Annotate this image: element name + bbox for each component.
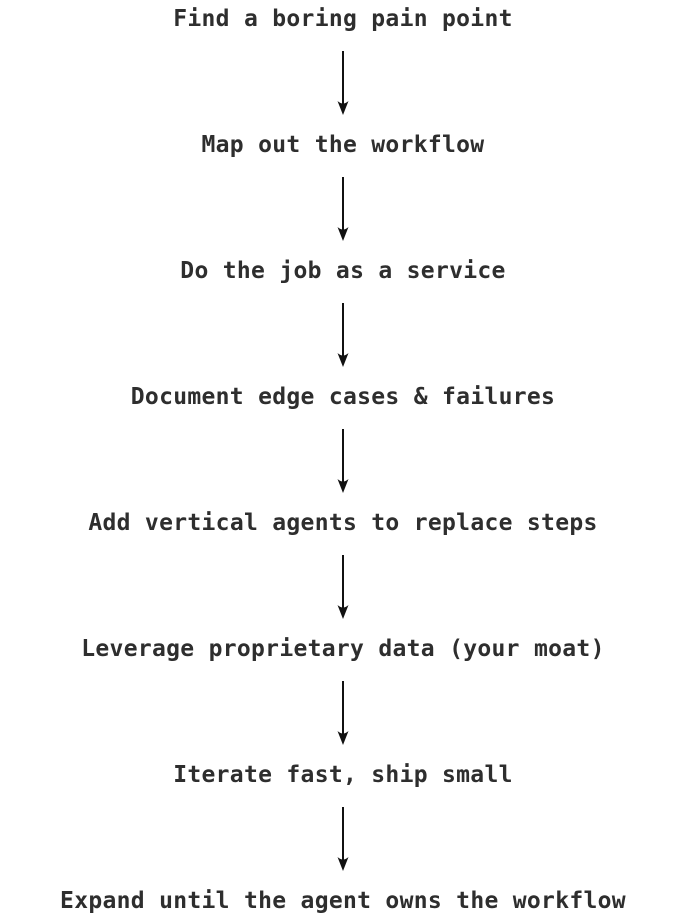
down-arrow-icon	[337, 429, 349, 493]
flow-step-8: Expand until the agent owns the workflow	[60, 888, 626, 914]
flow-step-7: Iterate fast, ship small	[173, 762, 513, 788]
down-arrow-icon	[337, 303, 349, 367]
down-arrow-icon	[337, 177, 349, 241]
flow-step-4: Document edge cases & failures	[130, 384, 556, 410]
down-arrow-icon	[337, 51, 349, 115]
down-arrow-icon	[337, 555, 349, 619]
down-arrow-icon	[337, 681, 349, 745]
flow-step-6: Leverage proprietary data (your moat)	[81, 636, 605, 662]
flow-step-5: Add vertical agents to replace steps	[88, 510, 598, 536]
down-arrow-icon	[337, 807, 349, 871]
flow-step-1: Find a boring pain point	[173, 6, 513, 32]
flow-step-3: Do the job as a service	[180, 258, 506, 284]
flow-step-2: Map out the workflow	[201, 132, 485, 158]
